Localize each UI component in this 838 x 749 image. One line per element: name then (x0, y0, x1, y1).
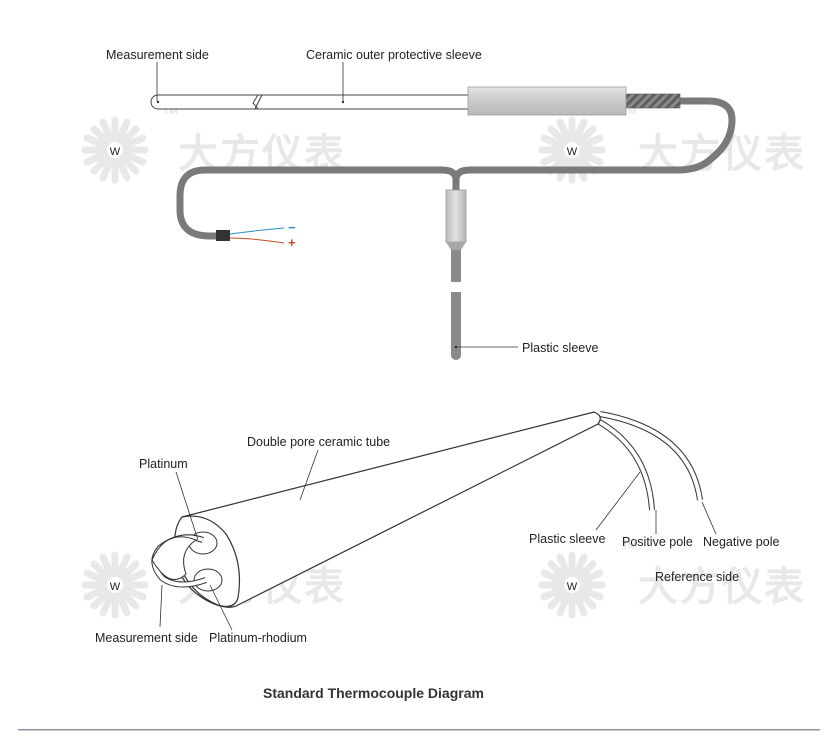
plastic-sleeve-probe (451, 250, 461, 360)
bottom-divider (18, 729, 820, 731)
label-negative-pole: Negative pole (703, 535, 779, 549)
vertical-sleeve-taper (446, 242, 466, 250)
cable-loop (176, 97, 736, 240)
diagram-title: Standard Thermocouple Diagram (263, 685, 484, 701)
label-positive-pole: Positive pole (622, 535, 693, 549)
top-thermocouple: − + Measurement side Ceramic outer prote… (106, 48, 736, 360)
leader-platinum-rhodium (209, 584, 233, 631)
bottom-thermocouple: Double pore ceramic tube Platinum Measur… (95, 411, 779, 645)
negative-pole-wire-inner (599, 412, 702, 501)
positive-pole-wire (594, 417, 655, 511)
watermark-tm: TM (622, 106, 636, 117)
watermark-tm: TM (622, 541, 636, 552)
label-platinum-rhodium: Platinum-rhodium (209, 631, 307, 645)
label-double-pore-tube: Double pore ceramic tube (247, 435, 390, 449)
label-measurement-side-bottom: Measurement side (95, 631, 198, 645)
braided-cable (623, 93, 681, 109)
metal-sleeve (467, 86, 627, 116)
leader-platinum (175, 471, 199, 541)
watermark-logo-letter: W (110, 146, 121, 158)
watermark-logo-letter: W (110, 581, 121, 593)
leader-measurement-side-bottom (159, 584, 163, 628)
cable-end-connector (216, 230, 230, 241)
vertical-sleeve (445, 189, 467, 243)
pore-platinum-rhodium (193, 568, 223, 592)
label-plastic-sleeve-top: Plastic sleeve (522, 341, 598, 355)
positive-pole-wire-inner (595, 418, 654, 511)
label-plastic-sleeve-bottom: Plastic sleeve (529, 532, 605, 546)
watermark-tm: TM (163, 106, 177, 117)
label-platinum: Platinum (139, 457, 188, 471)
watermark-logo-letter: W (567, 146, 578, 158)
leader-negative-pole (701, 501, 717, 535)
negative-sign: − (288, 220, 296, 235)
ceramic-tube (150, 94, 471, 110)
watermark-bottom-right: W TM 大方仪表 (542, 541, 806, 615)
negative-wire (229, 227, 285, 235)
positive-wire (229, 237, 285, 244)
watermark-text: 大方仪表 (638, 565, 806, 609)
leader-plastic-sleeve-bottom (595, 471, 641, 531)
watermark-logo-letter: W (567, 581, 578, 593)
label-ceramic-sleeve: Ceramic outer protective sleeve (306, 48, 482, 62)
label-reference-side: Reference side (655, 570, 739, 584)
leader-double-pore (299, 449, 319, 501)
positive-sign: + (288, 235, 296, 250)
label-measurement-side-top: Measurement side (106, 48, 209, 62)
junction-bead (151, 536, 198, 581)
